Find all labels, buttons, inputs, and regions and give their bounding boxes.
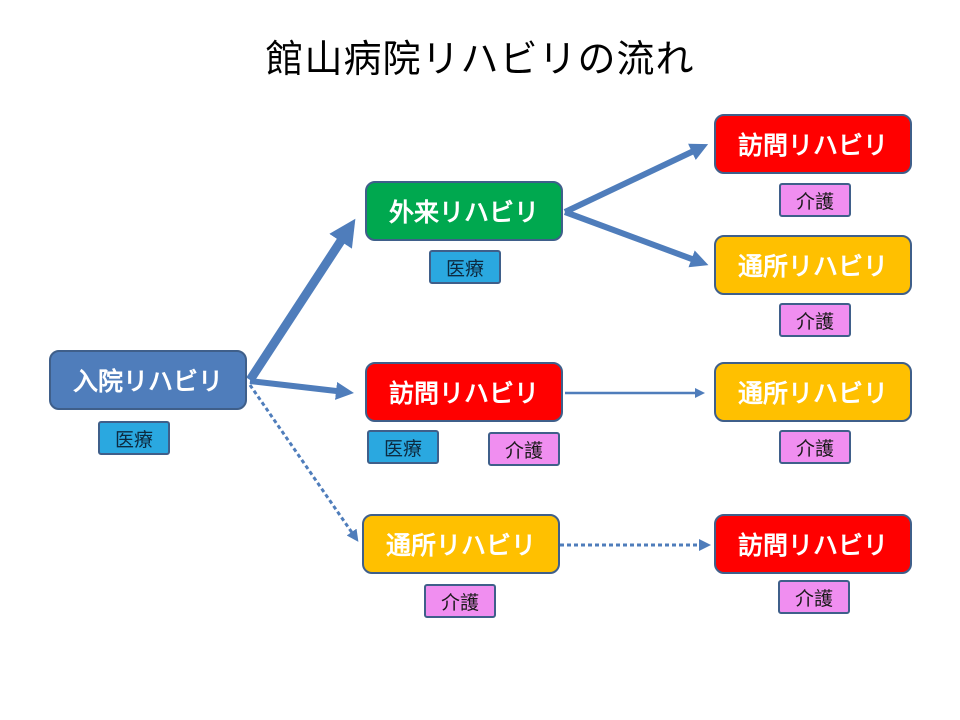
tag-care-visiting-bottom: 介護 <box>778 580 850 614</box>
node-outpatient-rehab: 外来リハビリ <box>365 181 563 241</box>
arrow-outpatient-to-daycare <box>563 209 709 268</box>
node-visiting-rehab-middle: 訪問リハビリ <box>365 362 563 422</box>
tag-care-daycare-right: 介護 <box>779 430 851 464</box>
arrow-inpatient-to-visiting <box>249 378 354 400</box>
node-daycare-rehab-top: 通所リハビリ <box>714 235 912 295</box>
page-title: 館山病院リハビリの流れ <box>265 37 695 81</box>
tag-care-daycare-top: 介護 <box>779 303 851 337</box>
node-visiting-rehab-bottom: 訪問リハビリ <box>714 514 912 574</box>
arrow-inpatient-to-daycare <box>248 384 359 542</box>
tag-care-daycare-middle: 介護 <box>424 584 496 618</box>
node-daycare-rehab-right: 通所リハビリ <box>714 362 912 422</box>
tag-medical-inpatient: 医療 <box>98 421 170 455</box>
arrow-inpatient-to-outpatient <box>246 218 356 383</box>
arrow-outpatient-to-visiting <box>563 143 709 215</box>
tag-care-visiting-middle: 介護 <box>488 432 560 466</box>
node-inpatient-rehab: 入院リハビリ <box>49 350 247 410</box>
node-visiting-rehab-top: 訪問リハビリ <box>714 114 912 174</box>
tag-care-visiting-top: 介護 <box>779 183 851 217</box>
node-daycare-rehab-middle: 通所リハビリ <box>362 514 560 574</box>
tag-medical-outpatient: 医療 <box>429 250 501 284</box>
tag-medical-visiting-middle: 医療 <box>367 430 439 464</box>
